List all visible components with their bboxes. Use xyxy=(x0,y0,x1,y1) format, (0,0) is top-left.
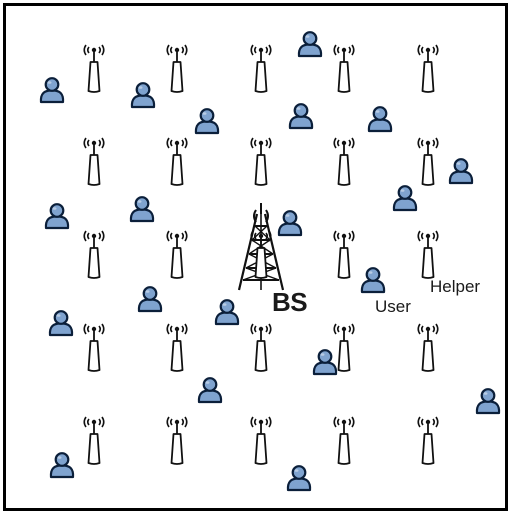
helper-antenna-icon xyxy=(83,230,105,279)
user-icon xyxy=(48,310,74,337)
helper-antenna-icon xyxy=(333,137,355,186)
user-icon xyxy=(129,196,155,223)
user-icon xyxy=(197,377,223,404)
user-icon xyxy=(367,106,393,133)
helper-antenna-icon xyxy=(417,416,439,465)
user-label: User xyxy=(375,297,411,316)
helper-antenna-icon xyxy=(83,44,105,93)
helper-label: Helper xyxy=(430,277,481,296)
user-icon xyxy=(44,203,70,230)
helper-antenna-icon xyxy=(83,416,105,465)
user-icon xyxy=(360,267,386,294)
helper-antenna-icon xyxy=(333,44,355,93)
helper-antenna-icon xyxy=(333,323,355,372)
helper-antenna-icon xyxy=(166,230,188,279)
helper-antenna-icon xyxy=(83,323,105,372)
helper-antenna-icon xyxy=(417,230,439,279)
user-icon xyxy=(214,299,240,326)
user-icon xyxy=(137,286,163,313)
user-icon xyxy=(297,31,323,58)
base-station-label: BS xyxy=(272,287,308,317)
user-icon xyxy=(130,82,156,109)
helper-antenna-icon xyxy=(250,323,272,372)
helper-antenna-icon xyxy=(166,416,188,465)
user-icon xyxy=(194,108,220,135)
helper-antenna-icon xyxy=(333,416,355,465)
user-icon xyxy=(312,349,338,376)
helper-antenna-icon xyxy=(83,137,105,186)
helper-antenna-icon xyxy=(333,230,355,279)
user-icon xyxy=(49,452,75,479)
user-icon xyxy=(448,158,474,185)
helper-antenna-icon xyxy=(417,323,439,372)
user-icon xyxy=(392,185,418,212)
user-icon xyxy=(288,103,314,130)
helper-antenna-icon xyxy=(166,137,188,186)
user-icon xyxy=(286,465,312,492)
user-icon xyxy=(39,77,65,104)
helper-antenna-icon xyxy=(417,137,439,186)
helper-antenna-icon xyxy=(166,323,188,372)
user-icon xyxy=(475,388,501,415)
helper-antenna-icon xyxy=(250,44,272,93)
helper-antenna-icon xyxy=(250,416,272,465)
helper-antenna-icon xyxy=(250,137,272,186)
user-icon xyxy=(277,210,303,237)
helper-antenna-icon xyxy=(417,44,439,93)
helper-antenna-icon xyxy=(166,44,188,93)
